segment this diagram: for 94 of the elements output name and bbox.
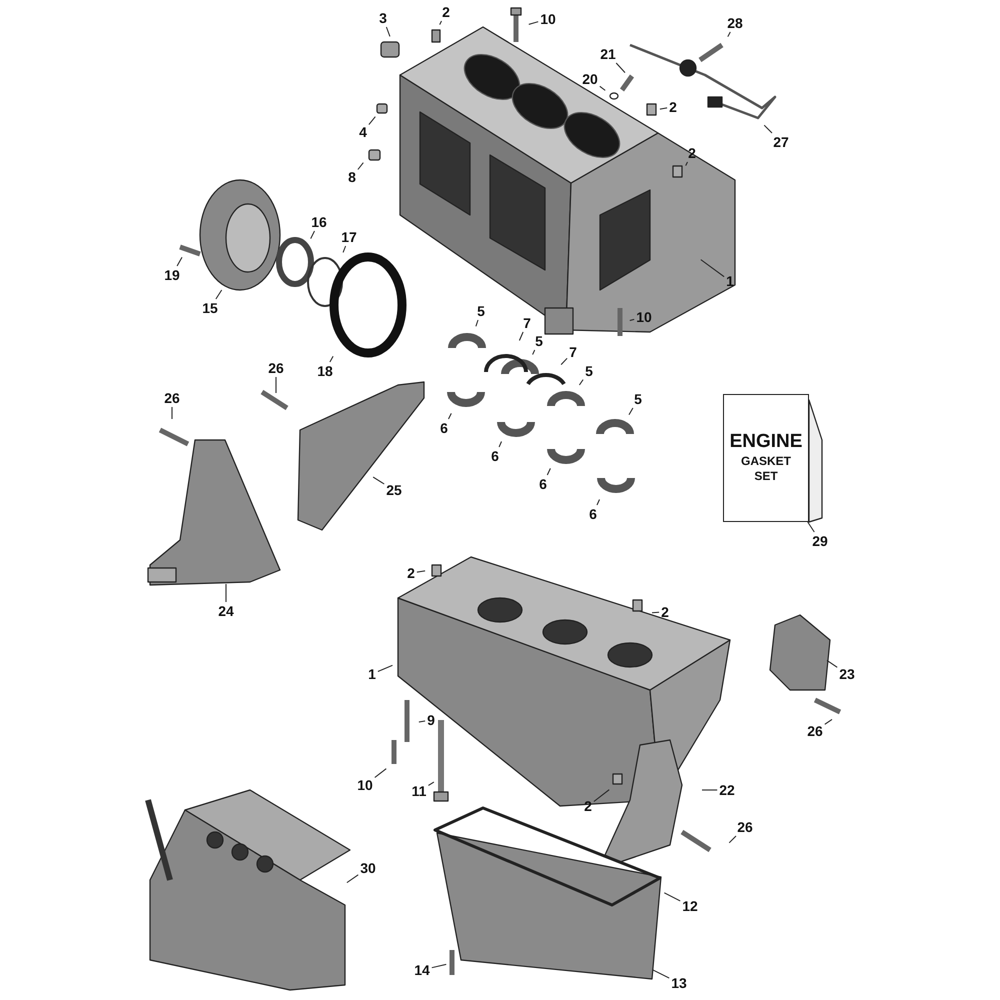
callout-number: 24: [218, 604, 234, 618]
callout-number: 7: [523, 316, 531, 330]
callout-number: 6: [539, 477, 547, 491]
leader-line: [372, 476, 385, 484]
leader-line: [528, 21, 539, 25]
callout-number: 26: [268, 361, 284, 375]
callout-number: 10: [540, 12, 556, 26]
leader-line: [728, 836, 736, 844]
callout-number: 2: [661, 605, 669, 619]
leader-line: [599, 86, 606, 91]
callout-number: 5: [585, 364, 593, 378]
leader-line: [475, 320, 478, 327]
leader-line: [498, 441, 502, 448]
leader-line: [578, 379, 584, 386]
leader-line: [807, 522, 815, 532]
leader-line: [310, 230, 315, 240]
callout-number: 28: [727, 16, 743, 30]
leader-line: [659, 107, 668, 110]
leader-line: [532, 350, 536, 356]
leader-line: [700, 259, 725, 278]
leader-line: [439, 20, 442, 26]
leader-line: [546, 468, 551, 476]
callout-number: 3: [379, 11, 387, 25]
callout-number: 22: [719, 783, 735, 797]
callout-number: 21: [600, 47, 616, 61]
callout-number: 6: [440, 421, 448, 435]
leader-line: [215, 290, 222, 300]
callout-number: 23: [839, 667, 855, 681]
callout-number: 7: [569, 345, 577, 359]
callout-number: 13: [671, 976, 687, 990]
leader-line: [824, 718, 832, 725]
leader-line: [368, 116, 376, 126]
leader-line: [386, 26, 390, 37]
card-subtitle: GASKET SET: [740, 454, 792, 484]
leader-line: [418, 720, 426, 722]
leader-line: [346, 874, 359, 884]
callout-number: 10: [357, 778, 373, 792]
callout-number: 10: [636, 310, 652, 324]
callout-number: 2: [442, 5, 450, 19]
callout-number: 15: [202, 301, 218, 315]
callout-number: 9: [427, 713, 435, 727]
leader-line: [329, 356, 334, 362]
callout-number: 5: [477, 304, 485, 318]
leader-line: [616, 62, 626, 74]
callout-number: 12: [682, 899, 698, 913]
leader-line: [826, 660, 838, 668]
leader-line: [764, 124, 772, 134]
callout-number: 19: [164, 268, 180, 282]
callout-number: 26: [807, 724, 823, 738]
callout-number: 17: [341, 230, 357, 244]
callout-number: 1: [726, 274, 734, 288]
callout-number: 20: [582, 72, 598, 86]
leader-line: [685, 162, 688, 166]
callout-number: 30: [360, 861, 376, 875]
leader-line: [176, 256, 182, 266]
leader-line: [652, 969, 670, 979]
leader-line: [629, 318, 635, 321]
callout-number: 27: [773, 135, 789, 149]
leader-line: [593, 789, 610, 802]
callout-number: 8: [348, 170, 356, 184]
callout-number: 6: [589, 507, 597, 521]
callout-number: 5: [634, 392, 642, 406]
leader-line: [518, 332, 524, 341]
callout-number: 16: [311, 215, 327, 229]
callout-number: 2: [669, 100, 677, 114]
callout-number: 4: [359, 125, 367, 139]
leader-line: [377, 664, 393, 672]
callout-number: 26: [164, 391, 180, 405]
callout-number: 2: [688, 146, 696, 160]
callout-number: 2: [407, 566, 415, 580]
leader-line: [727, 32, 731, 38]
callout-number: 5: [535, 334, 543, 348]
leader-line: [448, 412, 452, 420]
callout-number: 6: [491, 449, 499, 463]
leader-line: [596, 499, 600, 506]
callout-number: 11: [412, 784, 426, 798]
callout-number: 29: [812, 534, 828, 548]
leader-line: [374, 768, 387, 778]
leader-line: [652, 612, 660, 614]
leader-line: [560, 358, 568, 366]
leader-line: [628, 408, 634, 416]
leader-line: [431, 964, 447, 968]
callout-number: 25: [386, 483, 402, 497]
card-title: ENGINE: [730, 432, 802, 452]
leader-line: [664, 892, 681, 902]
leader-line: [342, 246, 346, 253]
callout-number: 14: [414, 963, 430, 977]
callout-number: 26: [737, 820, 753, 834]
leader-line: [428, 782, 434, 786]
leader-line: [416, 570, 426, 573]
gasket-set-card: [723, 394, 809, 522]
callout-number: 1: [368, 667, 376, 681]
leader-line: [357, 162, 364, 170]
callout-number: 18: [317, 364, 333, 378]
